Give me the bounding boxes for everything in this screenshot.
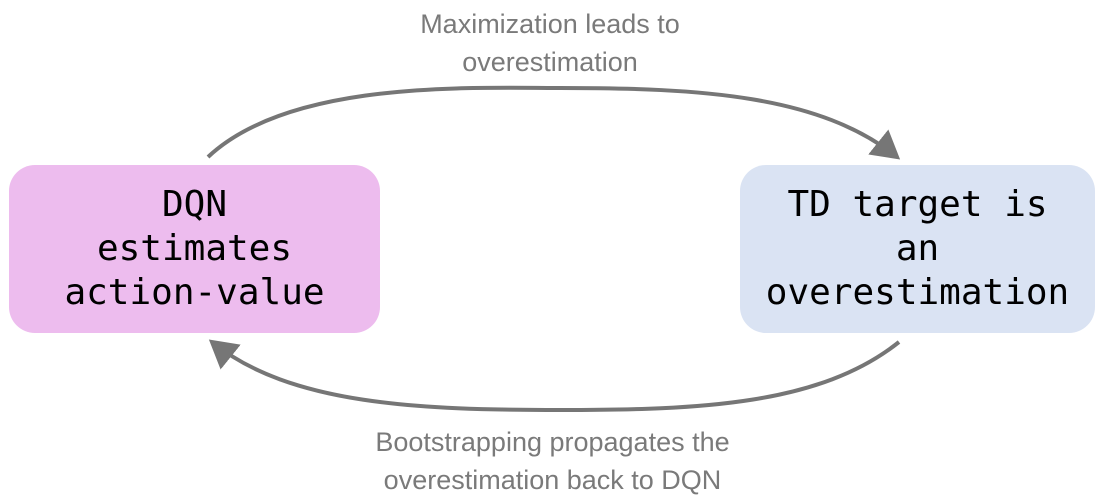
left-box-line-3: action-value <box>64 272 325 313</box>
bottom-arrow-label-line-2: overestimation back to DQN <box>383 465 722 495</box>
bottom-arrow <box>208 339 901 413</box>
right-box-line-1: TD target is <box>787 184 1048 225</box>
top-arrow-label: Maximization leads to overestimation <box>330 5 770 81</box>
left-box-line-2: estimates <box>96 228 293 269</box>
top-arrow-label-line-1: Maximization leads to <box>420 9 680 39</box>
td-target-box: TD target is an overestimation <box>740 165 1095 333</box>
top-arrow-label-line-2: overestimation <box>462 47 638 77</box>
bottom-arrow-label-line-1: Bootstrapping propagates the <box>375 427 730 457</box>
left-box-line-1: DQN <box>161 184 228 225</box>
top-arrow <box>206 85 901 160</box>
bottom-arrow-label: Bootstrapping propagates the overestimat… <box>305 423 800 499</box>
right-box-line-2: an <box>895 228 940 269</box>
right-box-line-3: overestimation <box>765 272 1070 313</box>
dqn-estimates-box: DQN estimates action-value <box>9 165 380 333</box>
